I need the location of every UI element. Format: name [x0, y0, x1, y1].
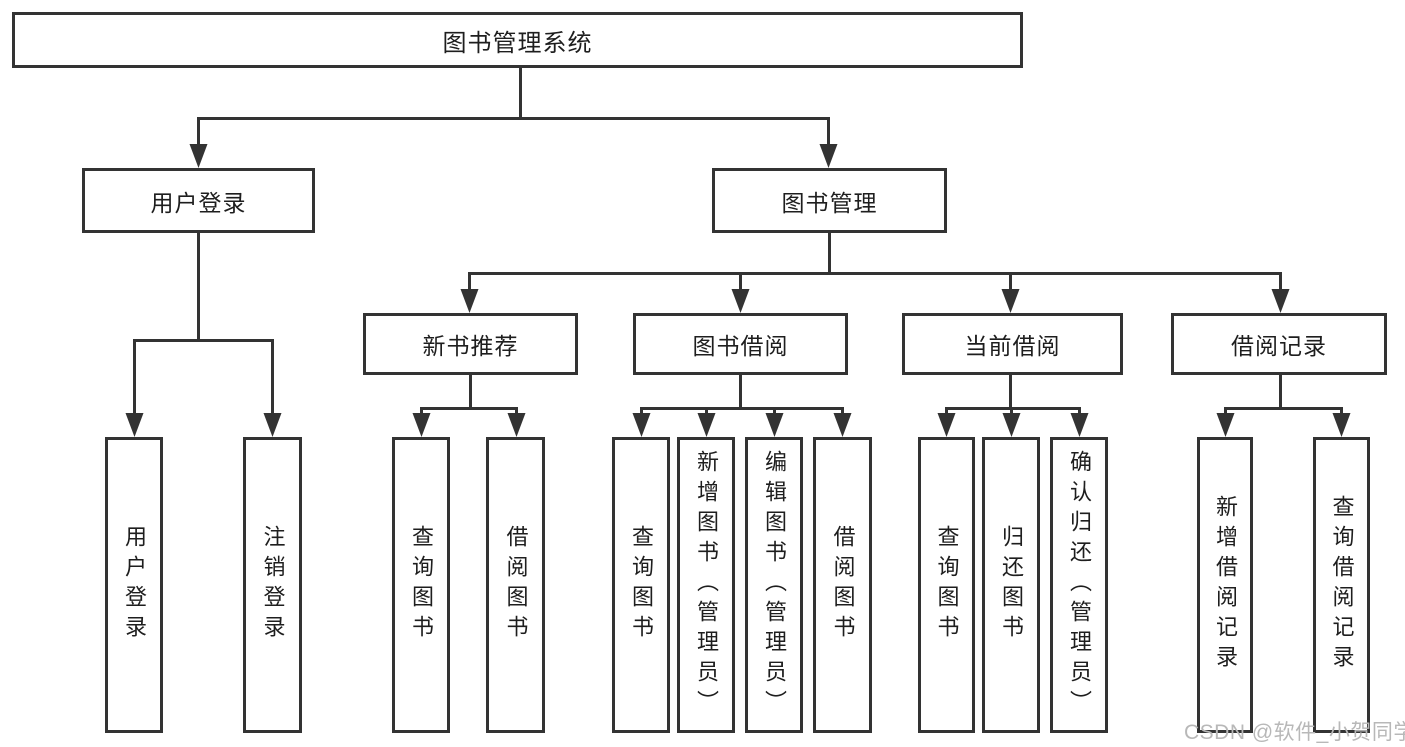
arrowhead — [263, 413, 282, 437]
node-label: 借阅记录 — [1231, 333, 1327, 359]
node-label: 图书借阅 — [692, 333, 789, 359]
node-borrowing-records: 借阅记录 — [1171, 313, 1387, 375]
arrowhead — [1332, 413, 1351, 437]
node-user-login: 用户登录 — [82, 168, 315, 233]
node-label: 图书管理系统 — [442, 29, 593, 57]
watermark: CSDN @软件_小贺同学 — [1184, 721, 1405, 744]
leaf-label: 查询图书 — [934, 525, 960, 645]
arrowhead — [697, 413, 716, 437]
leaf-label: 查询图书 — [629, 525, 654, 645]
leaf-label: 用户登录 — [122, 525, 147, 645]
leaf-label: 查询借阅记录 — [1329, 495, 1355, 675]
leaf-label: 新增借阅记录 — [1213, 495, 1238, 675]
arrowhead — [507, 413, 526, 437]
leaf-borrow-books-borrowing: 借阅图书 — [813, 437, 872, 733]
arrowhead — [1002, 413, 1021, 437]
node-label: 用户登录 — [150, 189, 247, 216]
leaf-query-books-borrowing: 查询图书 — [612, 437, 670, 733]
arrowhead — [765, 413, 784, 437]
arrowhead — [1001, 289, 1020, 313]
node-current-borrowing: 当前借阅 — [902, 313, 1123, 375]
arrowheads — [125, 144, 1351, 437]
leaf-query-books-current: 查询图书 — [918, 437, 975, 733]
leaf-label: 借阅图书 — [830, 525, 856, 645]
arrowhead — [632, 413, 651, 437]
leaf-user-login: 用户登录 — [105, 437, 163, 733]
arrowhead — [412, 413, 431, 437]
arrowhead — [189, 144, 208, 168]
leaf-return-book: 归还图书 — [982, 437, 1040, 733]
arrowhead — [937, 413, 956, 437]
node-library-management-system: 图书管理系统 — [12, 12, 1023, 68]
arrowhead — [1070, 413, 1089, 437]
leaf-add-book-admin: 新增图书（管理员） — [677, 437, 735, 733]
arrowhead — [833, 413, 852, 437]
node-label: 当前借阅 — [964, 333, 1061, 359]
node-label: 图书管理 — [781, 189, 878, 216]
arrowhead — [731, 289, 750, 313]
leaf-add-borrow-record: 新增借阅记录 — [1197, 437, 1253, 733]
leaf-confirm-return-admin: 确认归还（管理员） — [1050, 437, 1108, 733]
arrowhead — [1271, 289, 1290, 313]
node-new-book-recommendation: 新书推荐 — [363, 313, 578, 375]
node-label: 新书推荐 — [422, 333, 519, 359]
leaf-label: 新增图书（管理员） — [694, 450, 719, 720]
leaf-label: 借阅图书 — [503, 525, 529, 645]
arrowhead — [460, 289, 479, 313]
leaf-query-borrow-record: 查询借阅记录 — [1313, 437, 1370, 733]
leaf-label: 编辑图书（管理员） — [762, 450, 787, 720]
leaf-label: 注销登录 — [260, 525, 286, 645]
node-book-management: 图书管理 — [712, 168, 947, 233]
leaf-label: 查询图书 — [409, 525, 434, 645]
arrowhead — [1216, 413, 1235, 437]
arrowhead — [125, 413, 144, 437]
leaf-logout: 注销登录 — [243, 437, 302, 733]
leaf-query-books-recommend: 查询图书 — [392, 437, 450, 733]
node-book-borrowing: 图书借阅 — [633, 313, 848, 375]
arrowhead — [819, 144, 838, 168]
leaf-label: 归还图书 — [999, 525, 1024, 645]
leaf-borrow-books-recommend: 借阅图书 — [486, 437, 545, 733]
leaf-label: 确认归还（管理员） — [1067, 450, 1092, 720]
leaf-edit-book-admin: 编辑图书（管理员） — [745, 437, 803, 733]
